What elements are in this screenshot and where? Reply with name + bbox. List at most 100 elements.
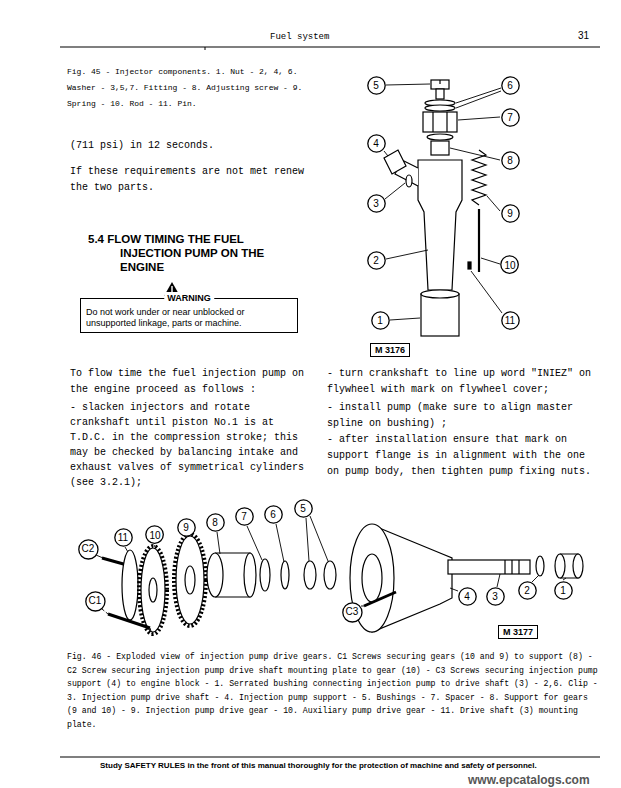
callout-circle: [342, 602, 361, 621]
leader-lines: [96, 516, 566, 634]
section-heading: 5.4 FLOW TIMING THE FUEL INJECTION PUMP …: [88, 232, 293, 274]
callout-circle: [367, 134, 384, 151]
callout-circle: [458, 587, 475, 604]
leader-line: [125, 547, 128, 552]
figure-number-box: M 3176: [370, 343, 410, 357]
screw: [108, 614, 150, 628]
callout-label: 6: [270, 509, 276, 520]
body-text: - after installation ensure that mark on…: [327, 432, 595, 480]
drive-gears-drawing: [102, 524, 583, 634]
adjusting-screw: [431, 141, 449, 155]
callout-label: 3: [492, 591, 498, 602]
drive-shaft: [448, 560, 530, 574]
body-text: - install pump (make sure to align maste…: [327, 400, 595, 432]
figure-caption: Fig. 45 - Injector components. 1. Nut - …: [67, 64, 319, 112]
leader-line: [456, 91, 501, 108]
callout-label: 7: [241, 511, 247, 522]
leader-line: [386, 84, 430, 85]
callout-number: 9: [177, 518, 196, 537]
callout-circle: [85, 591, 104, 610]
leader-line: [456, 88, 501, 103]
leader-line: [386, 250, 428, 259]
callout-circle: [501, 108, 518, 125]
callout-label: C3: [346, 606, 359, 617]
callout-number: 3: [486, 587, 505, 606]
callout-number: 1: [554, 581, 573, 600]
callout-number: 6: [264, 505, 283, 524]
spacer: [260, 559, 270, 591]
gear: [141, 548, 165, 632]
page-number: 31: [578, 30, 598, 42]
callout-label: C2: [82, 543, 95, 554]
callout-circle: [206, 513, 223, 530]
callout-label: 10: [504, 260, 515, 271]
body-text: To flow time the fuel injection pump on …: [70, 366, 315, 398]
figure-number-box: M 3177: [498, 625, 538, 639]
callout-number: 2: [518, 581, 537, 600]
callout-number: 7: [235, 507, 254, 526]
gear: [176, 536, 204, 624]
bushing: [304, 561, 316, 589]
callout-circle: [146, 526, 164, 544]
callout-number: 7: [501, 108, 520, 127]
fitting-edge: [446, 112, 447, 132]
support-bore: [362, 554, 382, 602]
leader-lines: [384, 84, 502, 320]
callout-number: 6: [501, 76, 520, 95]
callout-label: 8: [212, 517, 218, 528]
leader-line: [306, 518, 309, 561]
callout-number: 5: [294, 499, 313, 518]
warning-heading: WARNING: [164, 292, 214, 304]
callout-label: 10: [149, 530, 160, 541]
leader-line: [96, 555, 103, 558]
screw-slot: [439, 80, 440, 84]
leader-line: [102, 609, 108, 614]
callout-circle: [501, 204, 518, 221]
callout-number: 10: [500, 255, 519, 274]
gear-support-flange: [207, 553, 223, 597]
leader-line: [481, 258, 500, 264]
callout-number: 2: [367, 251, 386, 270]
callout-label: 2: [524, 585, 530, 596]
callout-label: 5: [373, 80, 379, 91]
watermark: www.epcatalogs.com: [468, 773, 608, 787]
washer: [427, 134, 453, 140]
leader-line: [384, 151, 388, 156]
screw-head: [431, 80, 449, 89]
warning-text: Do not work under or near unblocked or u…: [86, 307, 292, 329]
footer-rule: [60, 756, 600, 757]
callout-circle: [501, 76, 518, 93]
mounting-plate: [122, 550, 138, 620]
leader-line: [487, 196, 500, 211]
bushing-face: [555, 554, 565, 578]
gear-support-end: [244, 553, 256, 597]
callout-number: 1: [371, 311, 390, 330]
leader-line: [471, 271, 502, 313]
callout-label: 11: [118, 532, 128, 543]
callout-label: 3: [373, 198, 379, 209]
callout-number: C2: [78, 539, 99, 560]
clip: [281, 561, 289, 589]
leader-line: [450, 148, 500, 160]
callout-number: 8: [206, 513, 225, 532]
leader-line: [458, 117, 500, 120]
bushing-end: [573, 554, 583, 578]
callout-label: 2: [373, 255, 379, 266]
leader-line: [450, 588, 458, 591]
callout-label: 4: [464, 591, 470, 602]
callout-circle: [264, 505, 281, 522]
body-text: - turn crankshaft to line up word "INIEZ…: [327, 366, 595, 398]
leader-line: [310, 516, 328, 561]
callout-label: 9: [507, 208, 513, 219]
callout-number: 11: [501, 311, 520, 330]
callout-circle: [177, 518, 194, 535]
washer: [406, 175, 412, 187]
figure-number: M 3177: [503, 627, 533, 637]
leader-line: [385, 183, 405, 199]
screw: [364, 592, 396, 606]
callout-circle: [367, 76, 384, 93]
screw-stem: [436, 89, 444, 99]
callout-circle: [501, 311, 518, 328]
callout-number: 10: [145, 525, 164, 544]
